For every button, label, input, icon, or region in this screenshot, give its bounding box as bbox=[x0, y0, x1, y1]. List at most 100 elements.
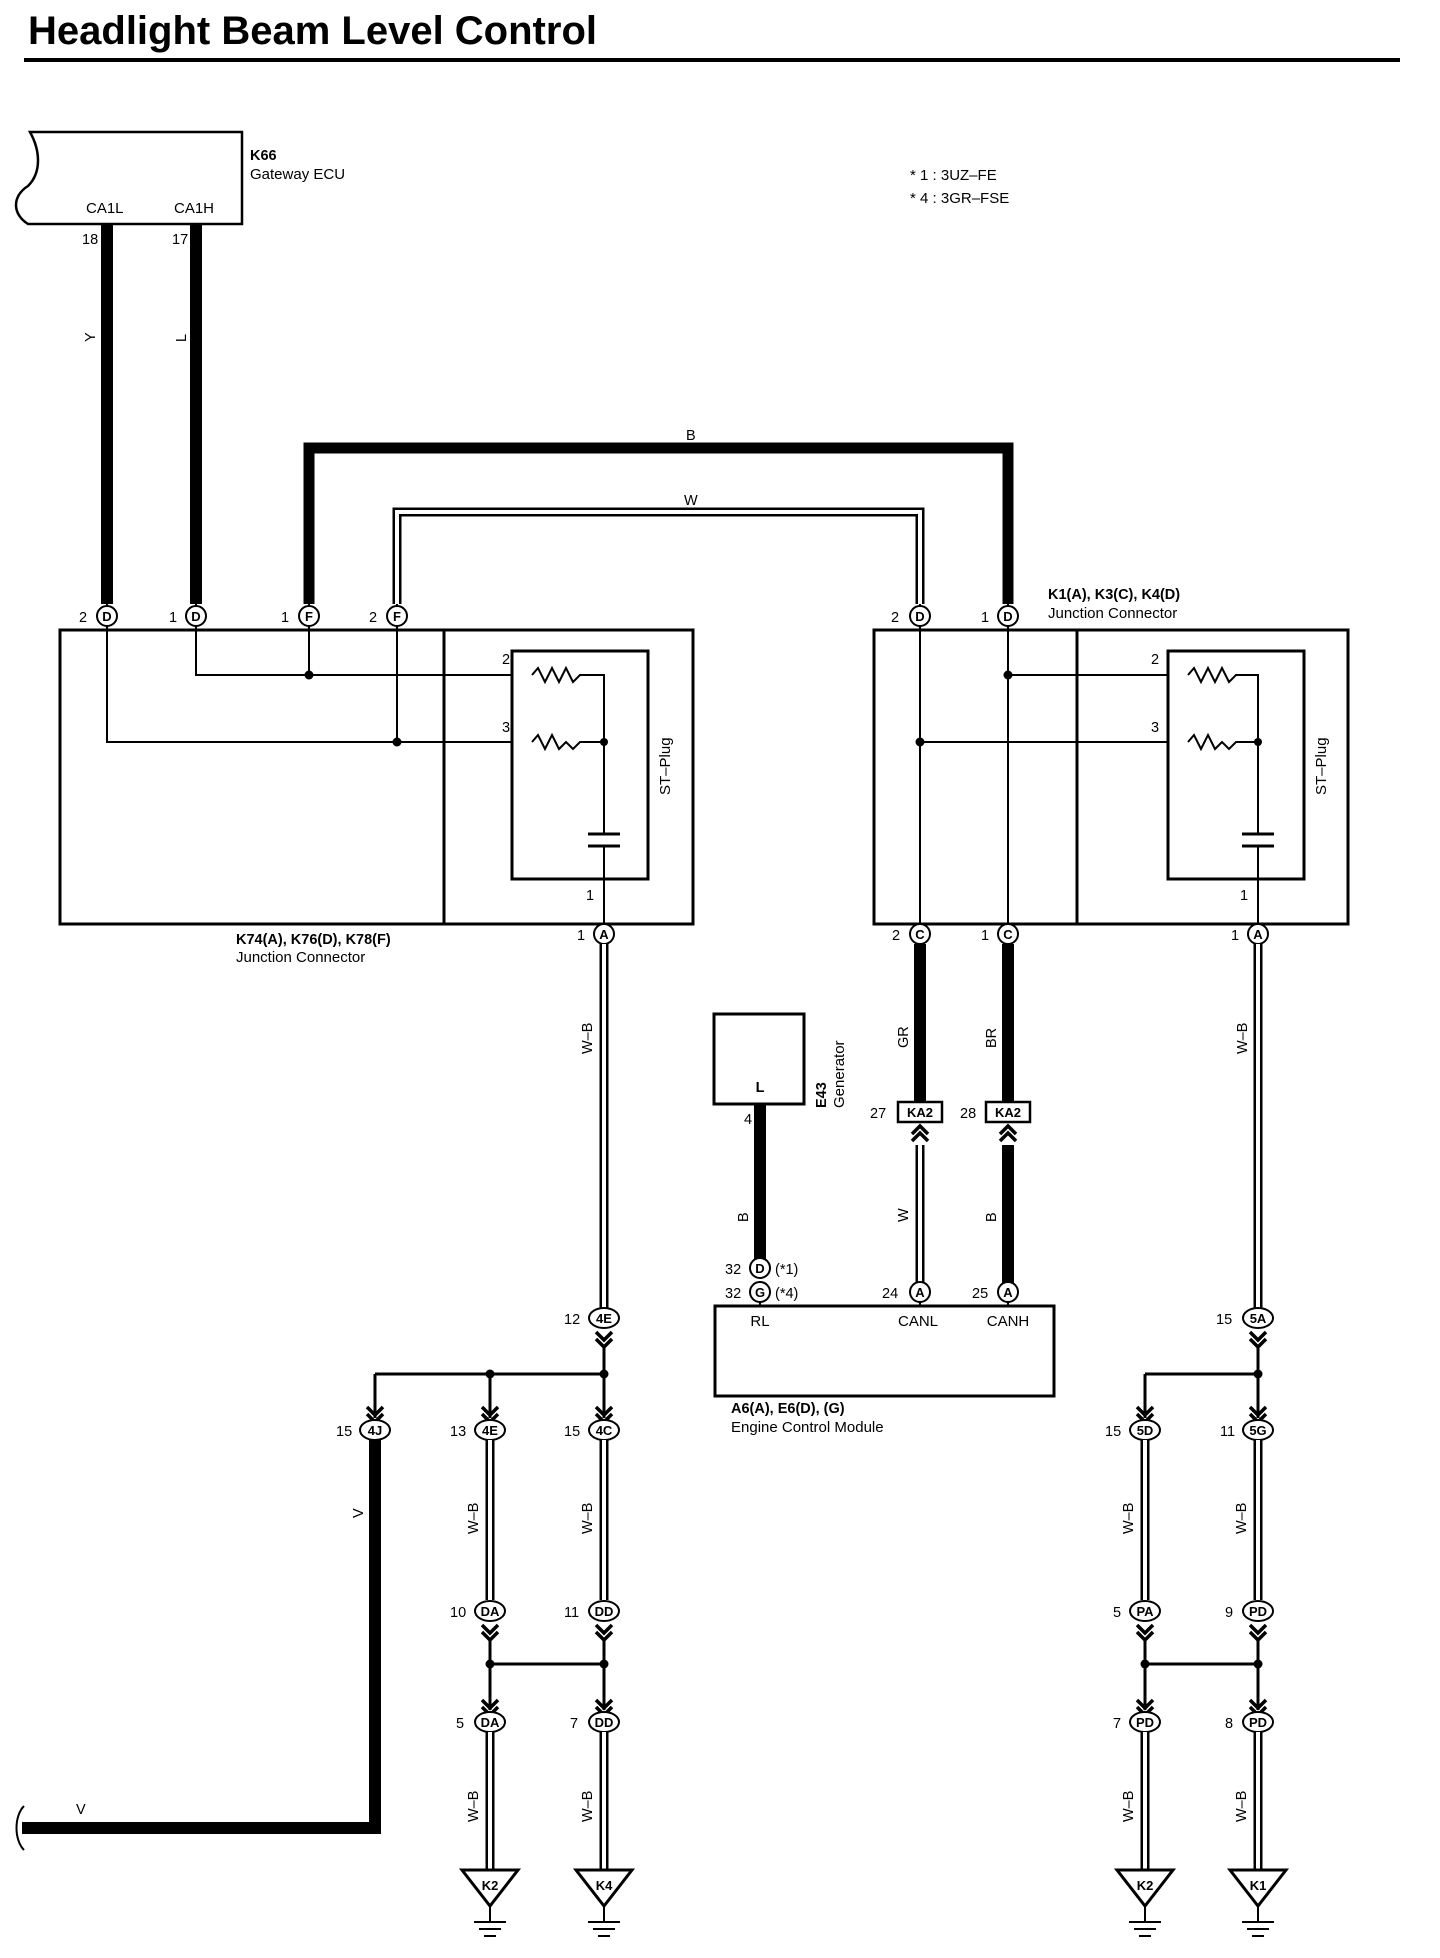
st-plug-label: ST–Plug bbox=[1313, 737, 1330, 795]
junction-connector-left: 2 3 1 ST–Plug K74(A), K76(D), K78(F) Jun… bbox=[58, 626, 695, 966]
wire-color-label: W–B bbox=[580, 1503, 596, 1534]
wire-color-label: GR bbox=[896, 1026, 912, 1048]
wire-color-label: W–B bbox=[466, 1503, 482, 1534]
ground-points: K2 K4 K2 K1 bbox=[458, 1868, 1290, 1937]
connector-code: PD bbox=[1249, 1604, 1267, 1619]
wire-w-b-ecm: W B bbox=[896, 1145, 1014, 1284]
gateway-ecu-code: K66 bbox=[250, 148, 277, 164]
wire-wb-left-main: W–B 4E 12 bbox=[564, 944, 620, 1349]
pin-label: 2 bbox=[502, 652, 510, 668]
wire-color-label: Y bbox=[83, 332, 99, 342]
right-ground-bus: 5D 15 5G 11 bbox=[1105, 1345, 1274, 1441]
pin-label: 12 bbox=[564, 1312, 580, 1328]
ground-code: K2 bbox=[482, 1878, 499, 1893]
wire-color-label: W–B bbox=[466, 1791, 482, 1822]
connector-code: 5D bbox=[1137, 1423, 1154, 1438]
connector-code: D bbox=[102, 609, 111, 624]
junction-left-name: Junction Connector bbox=[236, 949, 365, 966]
junction-right-name: Junction Connector bbox=[1048, 605, 1177, 622]
gateway-ecu-name: Gateway ECU bbox=[250, 166, 345, 183]
ecm-pin-canl: CANL bbox=[898, 1313, 938, 1330]
ecm-name: Engine Control Module bbox=[731, 1419, 884, 1436]
variant-mark: (*1) bbox=[775, 1262, 798, 1278]
pin-label: 2 bbox=[369, 610, 377, 626]
pin-label: 2 bbox=[892, 928, 900, 944]
connector-code: PD bbox=[1249, 1715, 1267, 1730]
wire-color-label: W bbox=[896, 1208, 912, 1222]
wire-color-label: B bbox=[736, 1212, 752, 1222]
pin-label: 24 bbox=[882, 1286, 898, 1302]
pin-label: 1 bbox=[586, 888, 594, 904]
pin-label: 2 bbox=[1151, 652, 1159, 668]
pin-label: 11 bbox=[1220, 1424, 1235, 1440]
pin-label: 3 bbox=[502, 720, 510, 736]
connector-code: D bbox=[915, 609, 924, 624]
pin-label: 7 bbox=[1113, 1716, 1121, 1732]
connector-code: G bbox=[755, 1285, 765, 1300]
pin-label: 2 bbox=[79, 610, 87, 626]
connector-code: DD bbox=[595, 1604, 614, 1619]
pin-label: 9 bbox=[1225, 1605, 1233, 1621]
connector-code: 4C bbox=[596, 1423, 613, 1438]
pin-label: 15 bbox=[1216, 1312, 1232, 1328]
pin-label: 3 bbox=[1151, 720, 1159, 736]
connector-code: PD bbox=[1136, 1715, 1154, 1730]
pin-label: 4 bbox=[744, 1112, 752, 1128]
connector-code: KA2 bbox=[907, 1105, 933, 1120]
wire-color-label: W–B bbox=[580, 1791, 596, 1822]
ground-code: K4 bbox=[596, 1878, 613, 1893]
connector-code: DA bbox=[481, 1604, 500, 1619]
pin-label: 8 bbox=[1225, 1716, 1233, 1732]
pin-label: 27 bbox=[870, 1106, 886, 1122]
wire-wb-right-main: W–B 5A 15 bbox=[1216, 944, 1274, 1349]
gateway-ecu: K66 Gateway ECU CA1L CA1H 18 17 bbox=[14, 130, 345, 248]
engine-control-module: RL CANL CANH A6(A), E6(D), (G) Engine Co… bbox=[713, 1304, 1056, 1436]
connector-code: C bbox=[1003, 927, 1013, 942]
wire-gr-br: GR BR KA2 KA2 27 28 bbox=[870, 944, 1032, 1143]
ecm-pin-rl: RL bbox=[750, 1313, 769, 1330]
connector-code: F bbox=[305, 609, 313, 624]
connector-code: 4E bbox=[482, 1423, 498, 1438]
gateway-pin-ca1h: CA1H bbox=[174, 200, 214, 217]
connector-code: D bbox=[755, 1261, 764, 1276]
wire-color-label: W–B bbox=[580, 1023, 596, 1054]
pin-label: 1 bbox=[1240, 888, 1248, 904]
wire-color-label: V bbox=[351, 1508, 367, 1518]
pin-label: 1 bbox=[1231, 928, 1239, 944]
pin-label: 7 bbox=[570, 1716, 578, 1732]
connector-code: DD bbox=[595, 1715, 614, 1730]
wire-color-label: B bbox=[686, 428, 696, 444]
ecm-code: A6(A), E6(D), (G) bbox=[731, 1401, 845, 1417]
pin-label: 25 bbox=[972, 1286, 988, 1302]
pin-label: 1 bbox=[577, 928, 585, 944]
pin-label: 18 bbox=[82, 232, 98, 248]
pin-label: 15 bbox=[564, 1424, 580, 1440]
wire-b-loop: B bbox=[303, 428, 1014, 604]
connector-code: D bbox=[191, 609, 200, 624]
wire-color-label: BR bbox=[984, 1028, 1000, 1048]
connector-code: A bbox=[1253, 927, 1263, 942]
pin-label: 15 bbox=[1105, 1424, 1121, 1440]
right-junction-top-pins: D D 2 1 K1(A), K3(C), K4(D) Junction Con… bbox=[891, 587, 1180, 627]
pin-label: 15 bbox=[336, 1424, 352, 1440]
ground-k2-left: K2 bbox=[458, 1868, 522, 1937]
ecm-pin-canh: CANH bbox=[987, 1313, 1030, 1330]
pin-label: 11 bbox=[564, 1605, 579, 1621]
connector-code: A bbox=[1003, 1285, 1013, 1300]
connector-code: KA2 bbox=[995, 1105, 1021, 1120]
pin-label: 1 bbox=[281, 610, 289, 626]
note-1: * 1 : 3UZ–FE bbox=[910, 167, 997, 184]
pin-label: 1 bbox=[981, 610, 989, 626]
note-4: * 4 : 3GR–FSE bbox=[910, 190, 1009, 207]
connector-code: 5A bbox=[1250, 1311, 1267, 1326]
connector-code: 5G bbox=[1249, 1423, 1266, 1438]
junction-bottom-pins: A 1 C 2 C 1 A 1 bbox=[577, 923, 1269, 945]
connector-code: F bbox=[393, 609, 401, 624]
pin-label: 5 bbox=[456, 1716, 464, 1732]
wire-color-label: W bbox=[684, 493, 698, 509]
junction-connector-right: 2 3 1 ST–Plug bbox=[872, 626, 1350, 926]
ground-k4: K4 bbox=[572, 1868, 636, 1937]
variant-notes: * 1 : 3UZ–FE * 4 : 3GR–FSE bbox=[910, 167, 1009, 207]
wire-color-label: L bbox=[174, 334, 190, 342]
